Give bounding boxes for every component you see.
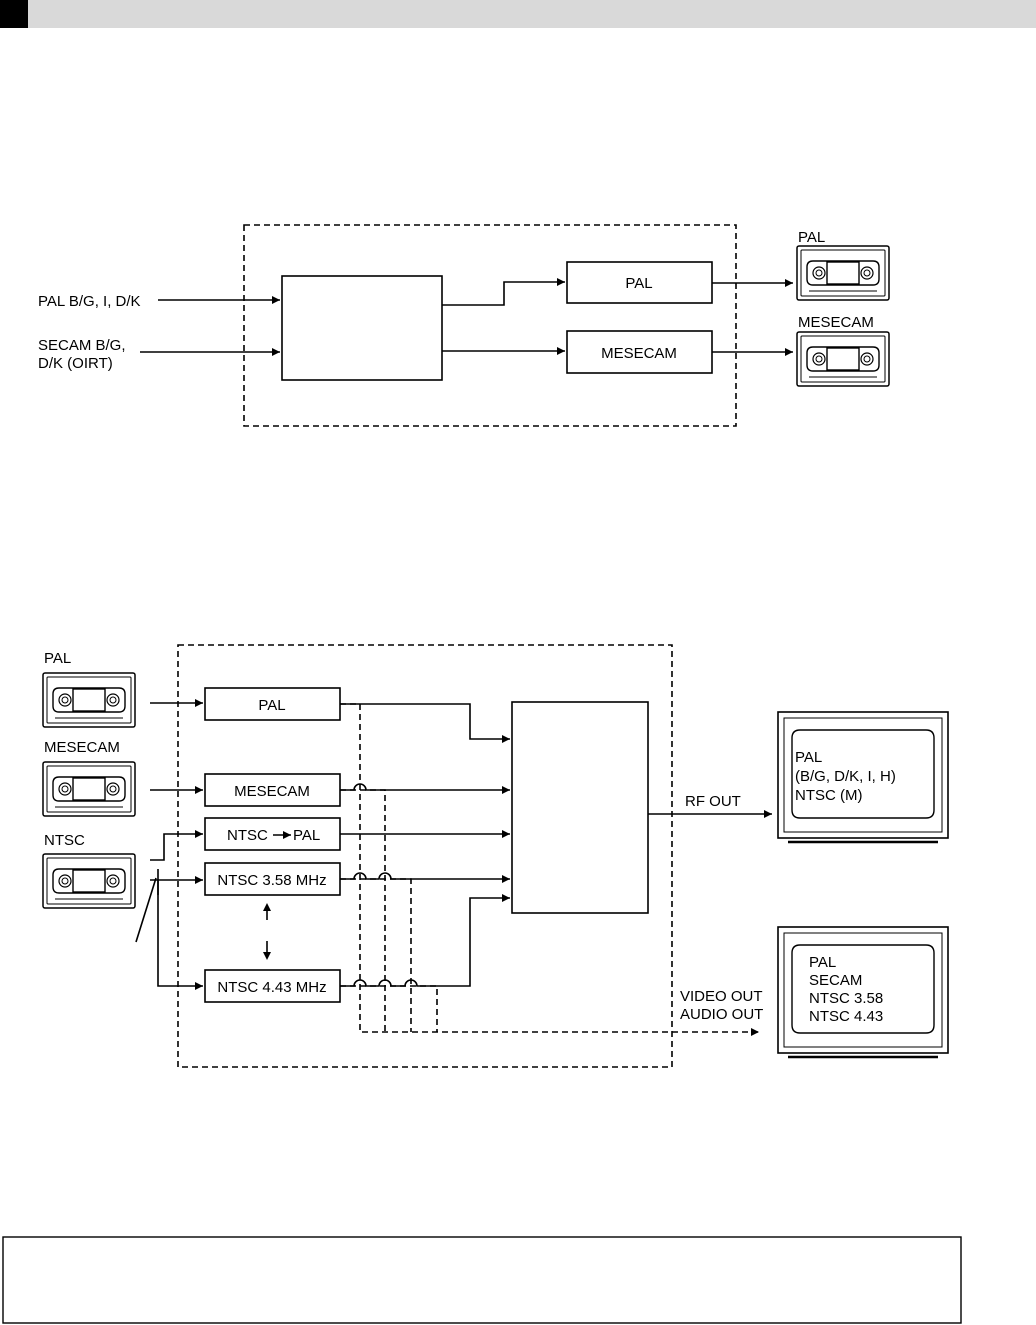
rf-out-label: RF OUT [685,793,741,810]
arrow-mesecam-modulator [340,783,510,794]
tape-label-ntsc: NTSC [44,832,85,849]
tape-label-pal: PAL [798,229,825,246]
input-label-secam-1: SECAM B/G, [38,337,126,354]
bypass-mesecam [340,789,386,1032]
bypass-ntsc358 [340,878,412,1032]
pal-play-label: PAL [258,697,285,714]
tv1-line-1: PAL [795,749,822,766]
cassette-icon [796,245,890,301]
cassette-icon [796,331,890,387]
bidir-arrowhead-up [263,903,271,911]
bypass-ntsc443 [340,985,438,1032]
header-marker [0,0,28,28]
diagram-playback: PAL MESECAM NTSC PAL MESECAM NTSC PAL NT… [42,644,950,1068]
mesecam-play-label: MESECAM [234,783,310,800]
arrow-tape-ntsc-pal [150,830,203,861]
tuner-block [281,275,443,381]
diagram-recording: PAL B/G, I, D/K SECAM B/G, D/K (OIRT) PA… [38,224,890,427]
tv1-line-3: NTSC (M) [795,787,863,804]
input-label-secam-2: D/K (OIRT) [38,355,113,372]
bidir-arrowhead-down [263,952,271,960]
vcr-boundary-1 [243,224,737,427]
input-label-pal: PAL B/G, I, D/K [38,293,141,310]
ntsc443-box [204,969,341,1003]
tape-label-mesecam: MESECAM [798,314,874,331]
ntsc443-label: NTSC 4.43 MHz [217,979,326,996]
audio-out-label: AUDIO OUT [680,1006,763,1023]
mesecam-record-box [566,330,713,374]
note-frame [2,1236,962,1324]
cassette-icon [42,853,136,909]
cassette-icon [42,761,136,817]
arrow-tape-ntsc443 [157,880,203,990]
ntsc-to-pal-box [204,817,341,851]
ntsc-conv-label-b: PAL [293,827,320,844]
tv1-line-2: (B/G, D/K, I, H) [795,768,896,785]
tv2-line-1: PAL [809,954,836,971]
tape-label-mesecam-2: MESECAM [44,739,120,756]
pal-box-label: PAL [625,275,652,292]
tape-label-pal-2: PAL [44,650,71,667]
pal-play-box [204,687,341,721]
arrow-ntsc443-modulator [340,894,510,987]
arrow-to-pal [442,278,565,306]
tv2-line-4: NTSC 4.43 [809,1008,883,1025]
header-bar [0,0,1036,28]
tv2-line-2: SECAM [809,972,862,989]
mesecam-play-box [204,773,341,807]
arrow-ntsc358-modulator [340,872,510,883]
mesecam-box-label: MESECAM [601,345,677,362]
tv2-line-3: NTSC 3.58 [809,990,883,1007]
ntsc358-box [204,862,341,896]
cassette-icon [42,672,136,728]
ntsc-conv-label-a: NTSC [227,827,268,844]
switch-leader-line [135,877,157,943]
vcr-boundary-2 [177,644,673,1068]
modulator-block [511,701,649,914]
ntsc358-label: NTSC 3.58 MHz [217,872,326,889]
video-out-label: VIDEO OUT [680,988,763,1005]
arrow-pal-modulator [340,703,510,743]
